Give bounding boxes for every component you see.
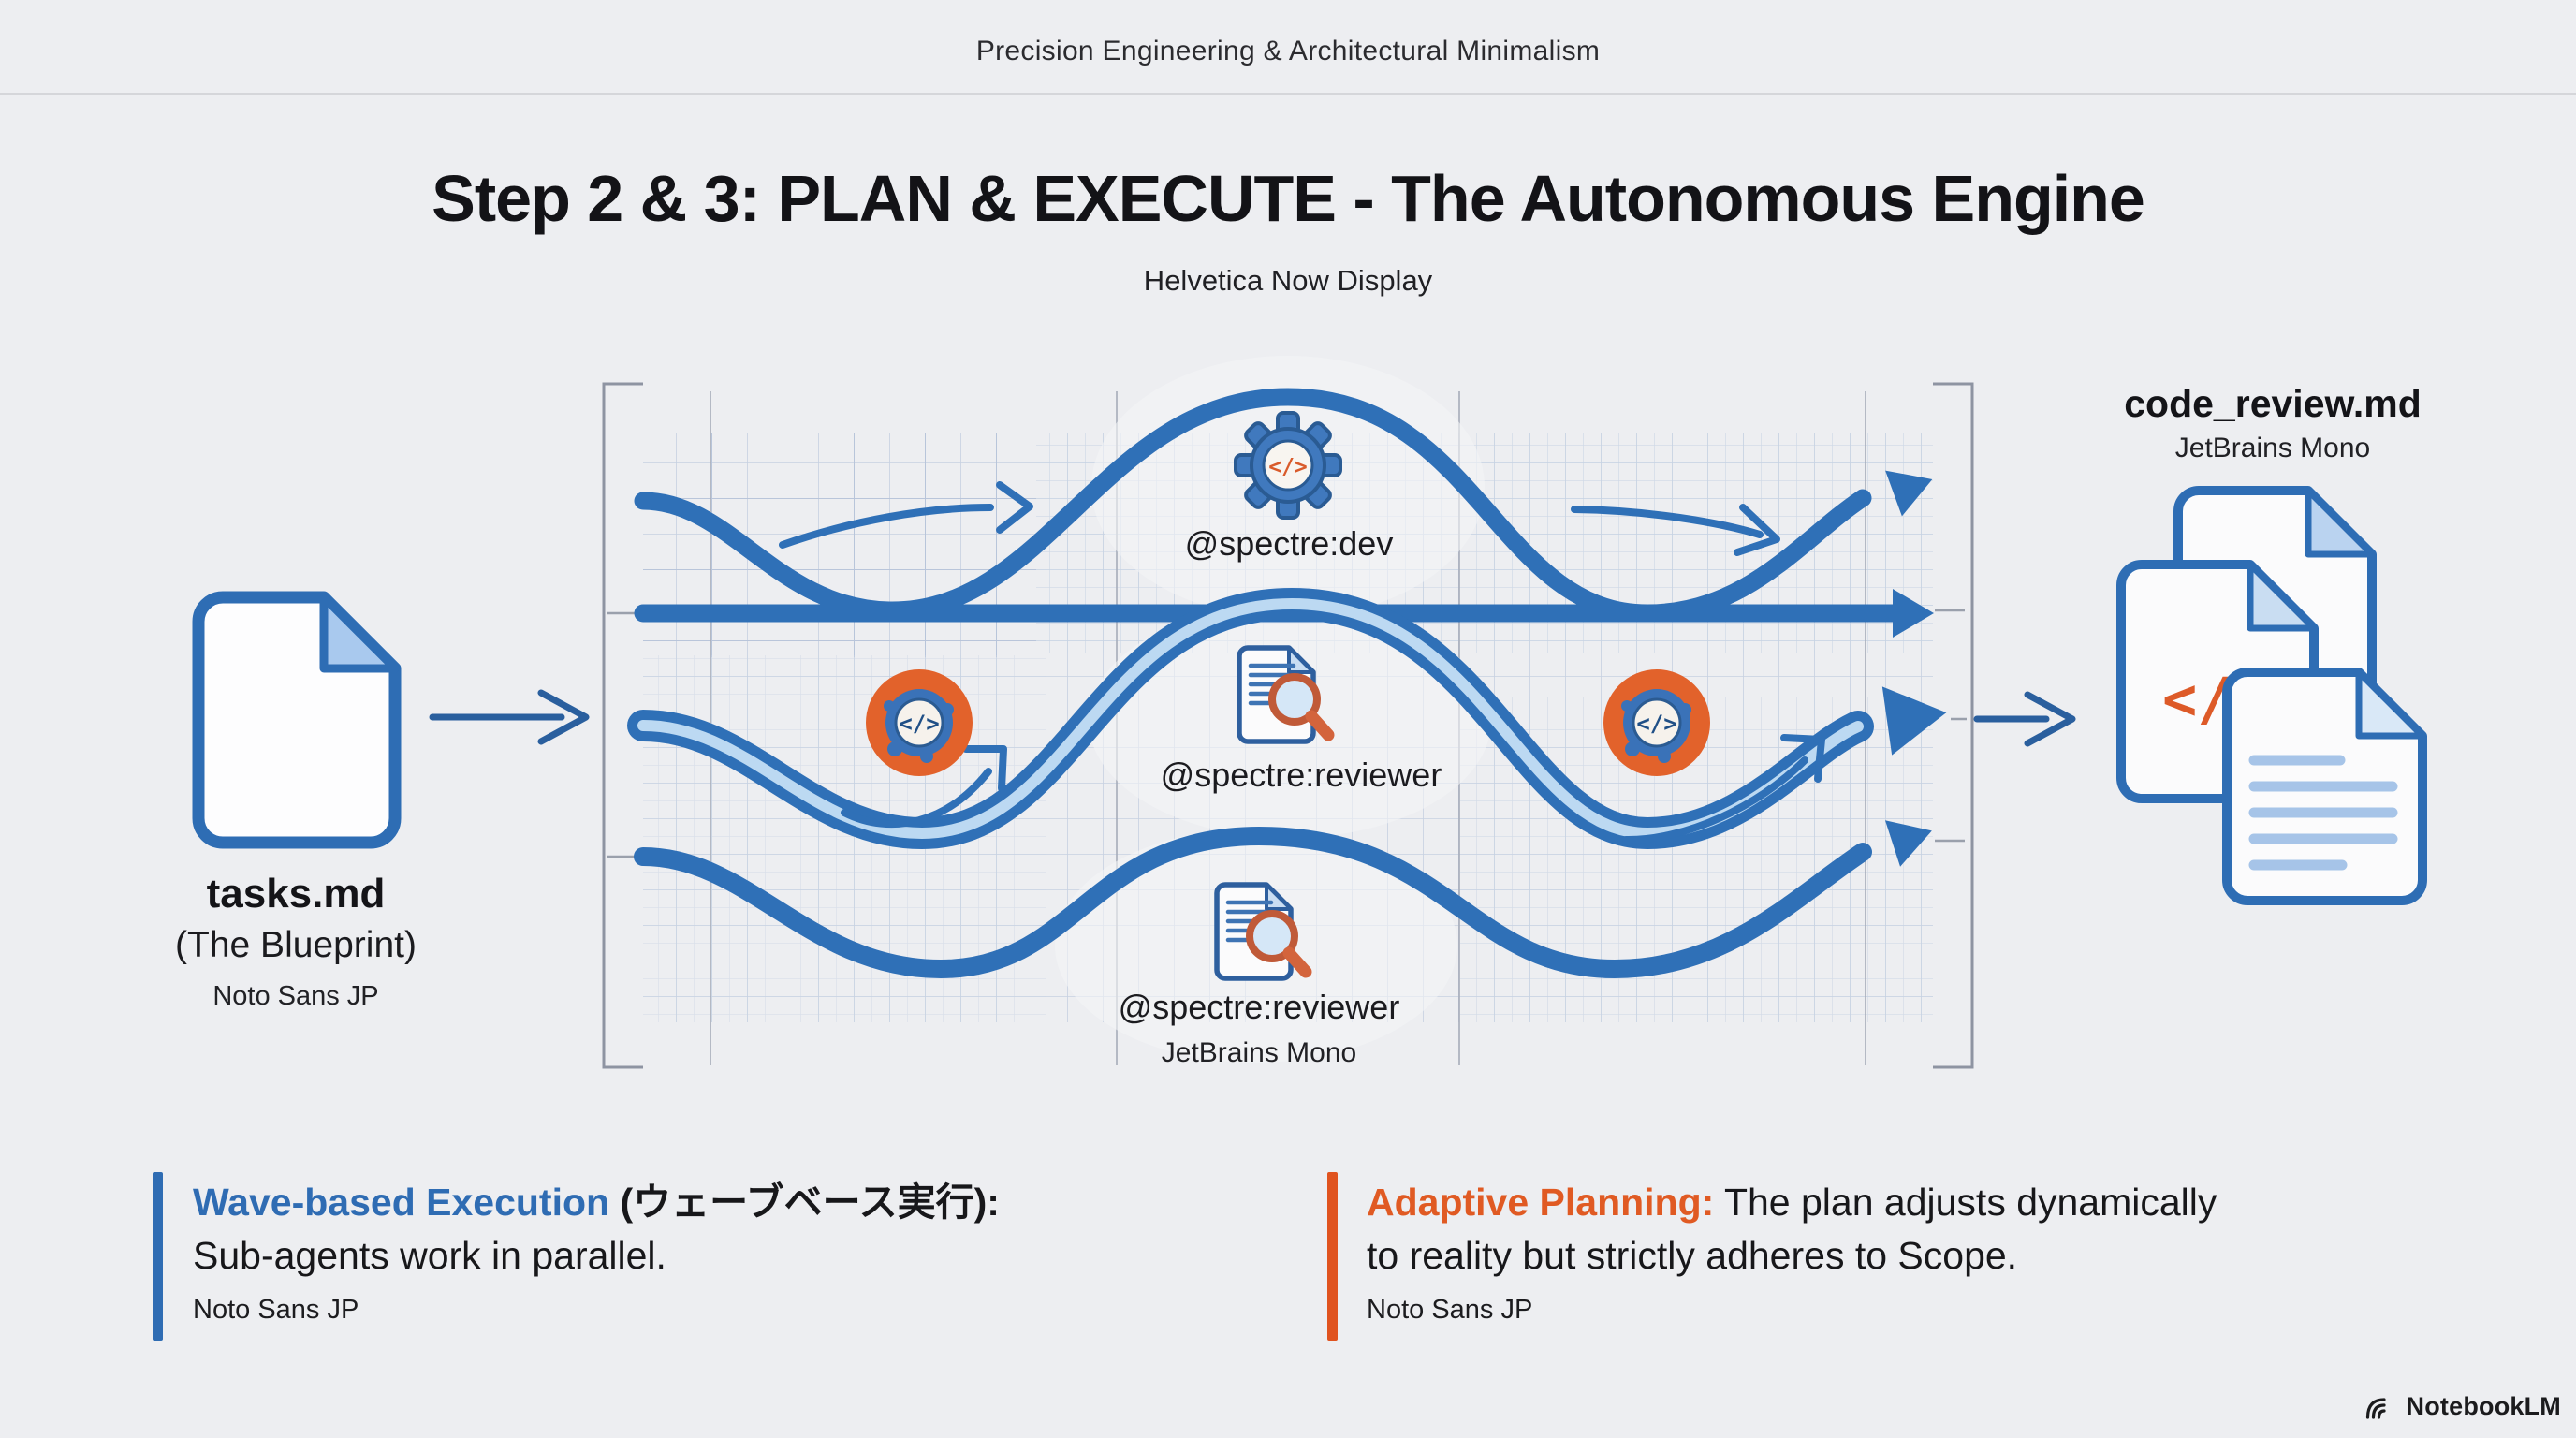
callout-right-font-note: Noto Sans JP [1367, 1294, 1533, 1325]
output-doc-font-note: JetBrains Mono [2174, 433, 2371, 463]
brand-badge: NotebookLM [2364, 1392, 2561, 1421]
bottom-reviewer-label: @spectre:reviewer [1118, 988, 1400, 1026]
flow-arrow-top-right [1571, 504, 1780, 556]
kicker: Precision Engineering & Architectural Mi… [975, 36, 1601, 66]
callout-left-body: Sub-agents work in parallel. [193, 1234, 666, 1278]
right-bracket [1933, 382, 1974, 1069]
title-font-note: Helvetica Now Display [1143, 264, 1433, 297]
dev-agent-label: @spectre:dev [1184, 524, 1394, 563]
callout-right-accent-bar [1327, 1172, 1338, 1341]
callout-left-title-line: Wave-based Execution (ウェーブベース実行): [193, 1176, 1307, 1229]
gear-code-glyph: </> [1268, 455, 1308, 479]
bottom-reviewer-font-note: JetBrains Mono [1161, 1037, 1357, 1068]
input-doc-font-note: Noto Sans JP [212, 981, 379, 1011]
stack-doc-text [2222, 668, 2427, 905]
flow-arrow-mid-left [841, 745, 1007, 829]
callout-left-font-note: Noto Sans JP [193, 1294, 359, 1325]
callout-wave-execution: Wave-based Execution (ウェーブベース実行): Sub-ag… [193, 1176, 1307, 1326]
agent-node-left-icon: </> [866, 669, 973, 776]
input-arrow [429, 689, 590, 745]
agent-node-right-icon: </> [1603, 669, 1710, 776]
callout-right-body-line2: to reality but strictly adheres to Scope… [1367, 1234, 2018, 1278]
tasks-document-icon [192, 591, 402, 849]
output-arrow [1973, 691, 2076, 747]
mid-reviewer-label: @spectre:reviewer [1160, 756, 1442, 794]
input-doc-name: tasks.md [206, 871, 386, 917]
callout-adaptive-planning: Adaptive Planning: The plan adjusts dyna… [1367, 1176, 2537, 1326]
node-code-glyph: </> [899, 711, 939, 737]
callout-left-accent-bar [153, 1172, 163, 1341]
notebooklm-logo-icon [2365, 1397, 2386, 1419]
callout-left-title: Wave-based Execution [193, 1181, 610, 1224]
input-doc-alias: (The Blueprint) [175, 925, 417, 965]
page-title: Step 2 & 3: PLAN & EXECUTE - The Autonom… [432, 162, 2145, 235]
output-doc-name: code_review.md [2124, 382, 2422, 425]
left-bracket [602, 382, 643, 1069]
frame-brackets [602, 382, 1974, 1069]
header-divider [0, 93, 2576, 95]
flow-annotation-arrows [779, 481, 1825, 844]
gear-icon: </> [1234, 411, 1342, 520]
callout-left-title-jp: (ウェーブベース実行): [609, 1181, 1000, 1224]
wave-bottom [634, 820, 1932, 979]
callout-right-title-line: Adaptive Planning: The plan adjusts dyna… [1367, 1176, 2537, 1229]
code-review-stack-icon: </> [2116, 486, 2427, 905]
node-code-glyph: </> [1636, 711, 1676, 737]
brand-name: NotebookLM [2406, 1392, 2561, 1420]
flow-arrow-mid-right [1622, 734, 1825, 844]
flow-arrow-top-left [779, 481, 1033, 549]
callout-right-title: Adaptive Planning: [1367, 1181, 1715, 1224]
callout-right-body-line1: The plan adjusts dynamically [1714, 1181, 2217, 1224]
